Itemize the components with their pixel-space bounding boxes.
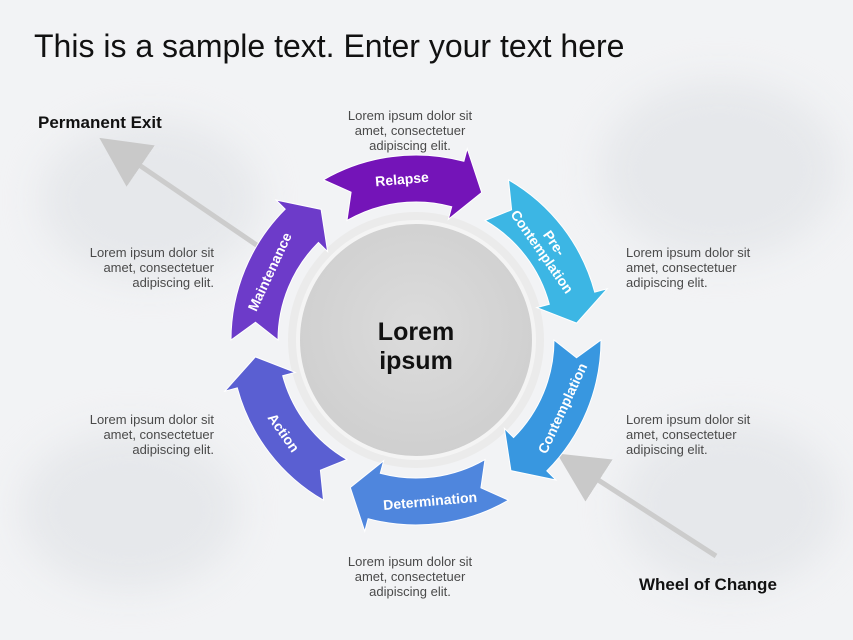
callout-lower-left: Lorem ipsum dolor sit amet, consectetuer… (89, 412, 214, 457)
callout-lower-right: Lorem ipsum dolor sit amet, consectetuer… (626, 412, 751, 457)
background-blob (620, 420, 840, 590)
wheel-of-change-arrow (556, 453, 718, 559)
background-blob (600, 80, 840, 260)
segment-contemplation (503, 338, 602, 481)
center-disc (296, 220, 536, 460)
callout-top: Lorem ipsum dolor sit amet, consectetuer… (347, 108, 473, 153)
permanent-exit-arrow (99, 137, 260, 249)
center-label: Lorem ipsum (377, 318, 455, 375)
segment-maintenance (230, 199, 329, 342)
callout-bottom: Lorem ipsum dolor sit amet, consectetuer… (347, 554, 473, 599)
wheel-of-change-label: Wheel of Change (639, 575, 777, 594)
segment-action (223, 356, 349, 502)
permanent-exit-label: Permanent Exit (38, 113, 162, 132)
callout-upper-left: Lorem ipsum dolor sit amet, consectetuer… (89, 245, 214, 290)
segment-pre-contemplation (483, 178, 609, 324)
segment-relapse (322, 147, 483, 222)
segment-label-relapse: Relapse (374, 169, 429, 190)
callout-upper-right: Lorem ipsum dolor sit amet, consectetuer… (626, 245, 751, 290)
background-blob (20, 430, 240, 590)
segment-determination (349, 458, 510, 533)
page-title: This is a sample text. Enter your text h… (34, 28, 625, 64)
